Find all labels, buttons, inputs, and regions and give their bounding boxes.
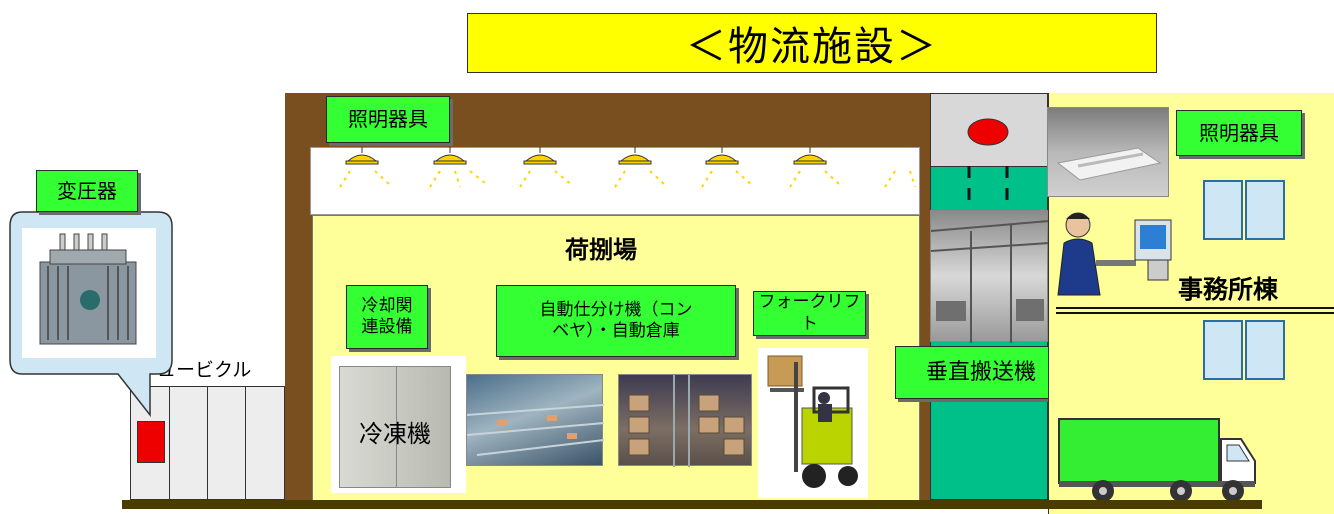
lamp-icon xyxy=(967,118,1009,146)
truck-illustration xyxy=(1058,418,1256,502)
transformer-callout xyxy=(9,211,173,418)
light-rays xyxy=(339,170,916,188)
office-floor-divider xyxy=(1056,307,1334,309)
office-window xyxy=(1245,180,1285,240)
office-worker-illustration xyxy=(1057,212,1172,296)
ceiling-lamps xyxy=(339,147,916,188)
sorter-label: 自動仕分け機（コン ベヤ）・自動倉庫 xyxy=(496,285,736,357)
transformer-marker xyxy=(137,421,165,463)
vertical-conveyor-photo xyxy=(930,210,1050,343)
conveyor-photo xyxy=(466,374,605,466)
office-window xyxy=(1245,320,1285,380)
page-title: ＜物流施設＞ xyxy=(467,13,1157,73)
cubicle xyxy=(130,386,285,500)
transformer-label: 変圧器 xyxy=(36,170,138,212)
lighting-label-left: 照明器具 xyxy=(326,96,450,143)
lighting-label-right: 照明器具 xyxy=(1176,110,1302,156)
office-building-label: 事務所棟 xyxy=(1178,275,1279,304)
office-window xyxy=(1203,180,1243,240)
lamp-icon xyxy=(345,147,827,165)
cooling-equipment-label: 冷却関 連設備 xyxy=(346,285,428,349)
vertical-conveyor-label: 垂直搬送機 xyxy=(895,346,1067,399)
forklift-image xyxy=(758,348,868,498)
office-window xyxy=(1203,320,1243,380)
automated-warehouse-photo xyxy=(618,374,752,467)
freezer-unit: 冷凍機 xyxy=(331,356,466,493)
forklift-label: フォークリフト xyxy=(753,291,866,336)
loading-area-heading: 荷捌場 xyxy=(565,236,637,264)
office-ceiling-light-photo xyxy=(1047,107,1169,197)
freezer-label: 冷凍機 xyxy=(359,420,431,448)
office-floor-divider xyxy=(1056,312,1334,314)
ground-line xyxy=(122,500,1262,509)
